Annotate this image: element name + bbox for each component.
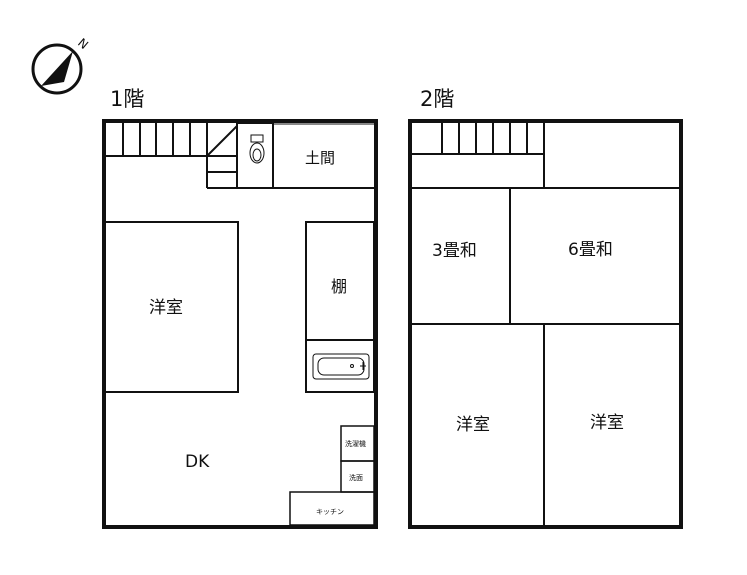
compass-north-label: N	[75, 36, 91, 52]
floor-2-plan	[408, 119, 683, 529]
compass: N	[31, 36, 91, 95]
floor-2-stairs	[412, 123, 545, 188]
floor-2-outer-wall	[408, 119, 683, 529]
room-label-yoshitsu-2f-right: 洋室	[590, 413, 624, 433]
room-label-washitsu-3: 3畳和	[432, 241, 477, 261]
room-label-dk: DK	[185, 452, 210, 472]
north-arrow-icon	[41, 51, 73, 86]
room-label-doma: 土間	[305, 149, 335, 167]
floor-2-title: 2階	[420, 87, 454, 111]
toilet-icon	[249, 134, 265, 164]
room-label-washitsu-6: 6畳和	[568, 240, 613, 260]
compass-circle-icon	[31, 43, 83, 95]
room-label-tana: 棚	[331, 277, 347, 296]
room-label-senmen: 洗面	[349, 473, 363, 482]
room-label-sentakuki: 洗濯機	[345, 439, 366, 448]
floor-1-title: 1階	[110, 87, 144, 111]
bath-room	[305, 339, 375, 393]
room-label-yoshitsu-2f-left: 洋室	[456, 415, 490, 435]
floor-1-plan	[102, 119, 378, 529]
kitchen-counter	[289, 491, 375, 526]
floor-1-outer-wall	[102, 119, 378, 529]
bathtub-icon	[312, 353, 370, 380]
room-label-yoshitsu-1f: 洋室	[149, 298, 183, 318]
toilet-room	[236, 122, 274, 189]
room-label-kitchen: キッチン	[316, 508, 344, 516]
